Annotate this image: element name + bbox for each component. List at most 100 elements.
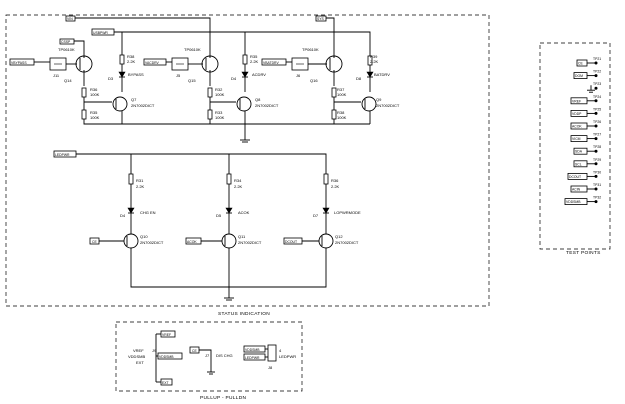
status-indication-title: STATUS INDICATION: [218, 311, 270, 317]
d5-led-icon: [225, 207, 233, 214]
tp-10-ref: TP30: [593, 170, 601, 174]
r38-resistor: [119, 54, 125, 65]
r36-value: 100K: [90, 92, 100, 97]
d8-led-icon: [366, 71, 374, 78]
j7-label: DIS CHG: [216, 353, 233, 358]
j7-ref: J7: [205, 353, 210, 358]
j8-ref: J8: [268, 365, 273, 370]
d8-label: BATDRV: [374, 72, 390, 77]
usbpwr-wire: [114, 31, 371, 56]
q9-ref: Q9: [376, 97, 382, 102]
ce-net-text: CE: [92, 240, 97, 244]
r38-ref: R38: [127, 54, 135, 59]
tp-3-ref: TP23: [593, 82, 601, 86]
tp-4-net: VREF: [572, 99, 581, 103]
tp-5-ref: TP25: [593, 107, 601, 111]
d8-ref: D8: [356, 76, 362, 81]
d7-label: LOPWRMODE: [334, 210, 361, 215]
q11-nmos-body: [221, 233, 237, 249]
tp-11-ref: TP31: [593, 183, 601, 187]
pull-ce-text: CE: [192, 349, 197, 353]
d5-ref: D5: [216, 213, 222, 218]
q16-ref: Q16: [310, 78, 318, 83]
acok-net-text: ACOK: [187, 240, 197, 244]
r38b-value: 100K: [337, 115, 347, 120]
r32-resistor: [207, 87, 213, 98]
tp-1-pad-icon: [594, 61, 598, 65]
top-ground-bus: [83, 119, 370, 125]
j8-connector: [267, 344, 277, 362]
r38b-ref: R38: [337, 110, 345, 115]
r33-resistor: [207, 109, 213, 120]
tp-1-net: CE: [578, 62, 583, 66]
j9-vddsmb-net: [157, 352, 183, 360]
r35b-resistor: [242, 54, 248, 65]
q15-ref: Q15: [188, 78, 196, 83]
tp-3-pad-icon: [594, 86, 598, 90]
q12-part: 2N7002DICT: [335, 240, 359, 245]
pullup-left-label-1: VREF: [133, 348, 144, 353]
vin-net-text: VIN: [67, 17, 73, 21]
test-point-list: TP21CETP22DGMTP23TP24VREFTP25VDDPTP26ACO…: [564, 57, 601, 206]
sys-net-label: [315, 15, 327, 22]
q14-part: TP0610K: [58, 47, 75, 52]
r35-value: 100K: [90, 115, 100, 120]
j8-pin-label: 4: [279, 348, 282, 353]
tp-11-net: ACIN: [572, 188, 581, 192]
d7-led-icon: [322, 207, 330, 214]
j9-vddsmb-text: VDDSMB: [159, 355, 174, 359]
tp-10-net: DCOUT: [569, 175, 581, 179]
q15-part: TP0610K: [184, 47, 201, 52]
cssp-net-label: [59, 38, 75, 45]
tp-6-net: ACOK: [572, 125, 582, 129]
j8-vddsmb-text: VDDSMB: [245, 348, 260, 352]
tp-8-pad-icon: [594, 149, 598, 153]
q12-ref: Q12: [335, 234, 343, 239]
ledpwr-net-text: LEDPWR: [55, 153, 70, 157]
tp-8-net: SDA: [575, 150, 583, 154]
tp-9-net: SCL: [575, 162, 582, 166]
q10-nmos-body: [123, 233, 139, 249]
r32-value: 100K: [215, 92, 225, 97]
r35b-ref: R35: [250, 54, 258, 59]
d4b-led-icon: [127, 207, 135, 214]
r38b-resistor: [331, 109, 337, 120]
q8-nmos-body: [236, 96, 252, 112]
r35b-value: 2.2K: [250, 59, 259, 64]
sys-wire: [326, 17, 335, 52]
j5-ref: J5: [176, 73, 181, 78]
q7-ref: Q7: [131, 97, 137, 102]
r32-ref: R32: [215, 87, 223, 92]
tp-7-net: VICM: [572, 137, 581, 141]
tp-9-pad-icon: [594, 162, 598, 166]
q8-ref: Q8: [255, 97, 261, 102]
tp-2-ref: TP22: [593, 70, 601, 74]
r36b-value: 2.2K: [331, 184, 340, 189]
tp-12-net: VDDSMB: [566, 200, 581, 204]
r37-resistor: [331, 87, 337, 98]
r36b-resistor: [323, 173, 329, 185]
tp-8-ref: TP28: [593, 145, 601, 149]
q7-nmos-body: [112, 96, 128, 112]
r35-ref: R35: [90, 110, 98, 115]
tp-2-pad-icon: [594, 74, 598, 78]
q14-ref: Q14: [64, 78, 72, 83]
r36-resistor: [81, 87, 87, 98]
d3-led-icon: [118, 71, 126, 78]
vacdrv-net-text: VACDRV: [145, 61, 160, 65]
r36-ref: R36: [90, 87, 98, 92]
r31-value: 2.2K: [136, 184, 145, 189]
pullup-left-label-2: VDDSMB: [128, 354, 145, 359]
j11-ref: J11: [53, 73, 60, 78]
tp-9-ref: TP29: [593, 158, 601, 162]
tp-1-ref: TP21: [593, 57, 601, 61]
cssp-wire: [74, 40, 85, 52]
j9-vref-text: VREF: [162, 333, 171, 337]
vbypass-net-text: VBYPASS: [11, 61, 27, 65]
j8-ledpwr-text: LEDPWR: [245, 356, 260, 360]
q15-pmos-body: [201, 55, 219, 73]
d7-ref: D7: [313, 213, 319, 218]
tp-7-ref: TP27: [593, 133, 601, 137]
d4b-label: CHG EN: [140, 210, 156, 215]
r36b-ref: R36: [331, 178, 339, 183]
